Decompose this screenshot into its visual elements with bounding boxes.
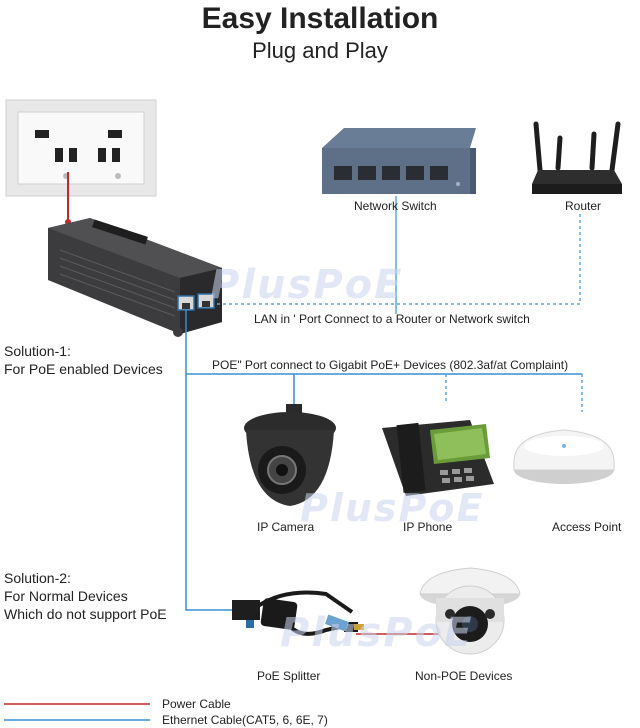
network-switch: [322, 128, 476, 194]
poe-ethernet-line: [185, 310, 232, 611]
solution-1-desc: For PoE enabled Devices: [4, 361, 163, 377]
watermark-1: PlusPoE: [210, 262, 404, 308]
ip-phone: [382, 420, 494, 496]
poe-injector: [48, 218, 222, 337]
solution-1-title: Solution-1:: [4, 343, 71, 359]
non-poe-camera: [419, 567, 521, 655]
network-switch-label: Network Switch: [354, 199, 437, 213]
router-label: Router: [565, 199, 602, 213]
router-dashed-line: [216, 214, 581, 305]
watermark-2: PlusPoE: [300, 486, 485, 530]
solution-2-line2: Which do not support PoE: [4, 606, 167, 622]
legend-ethernet-cable: Ethernet Cable(CAT5, 6, 6E, 7): [162, 713, 328, 727]
page-title: Easy Installation: [201, 2, 439, 35]
solution-2-title: Solution-2:: [4, 570, 71, 586]
access-point: [513, 429, 615, 484]
router: [532, 121, 622, 194]
wall-socket: [5, 99, 157, 197]
non-poe-devices-label: Non-POE Devices: [415, 669, 513, 683]
access-point-label: Access Point: [552, 520, 622, 534]
solution-2-line1: For Normal Devices: [4, 588, 128, 604]
poe-port-label: POE" Port connect to Gigabit PoE+ Device…: [212, 358, 569, 372]
ip-camera-label: IP Camera: [257, 520, 315, 534]
watermark-3: PlusPoE: [280, 610, 474, 656]
page-subtitle: Plug and Play: [252, 38, 388, 63]
legend-power-cable: Power Cable: [162, 697, 231, 711]
poe-splitter: [232, 590, 364, 636]
lan-in-label: LAN in ' Port Connect to a Router or Net…: [254, 312, 530, 326]
poe-splitter-label: PoE Splitter: [257, 669, 321, 683]
ip-camera: [244, 404, 336, 506]
ip-phone-label: IP Phone: [403, 520, 453, 534]
